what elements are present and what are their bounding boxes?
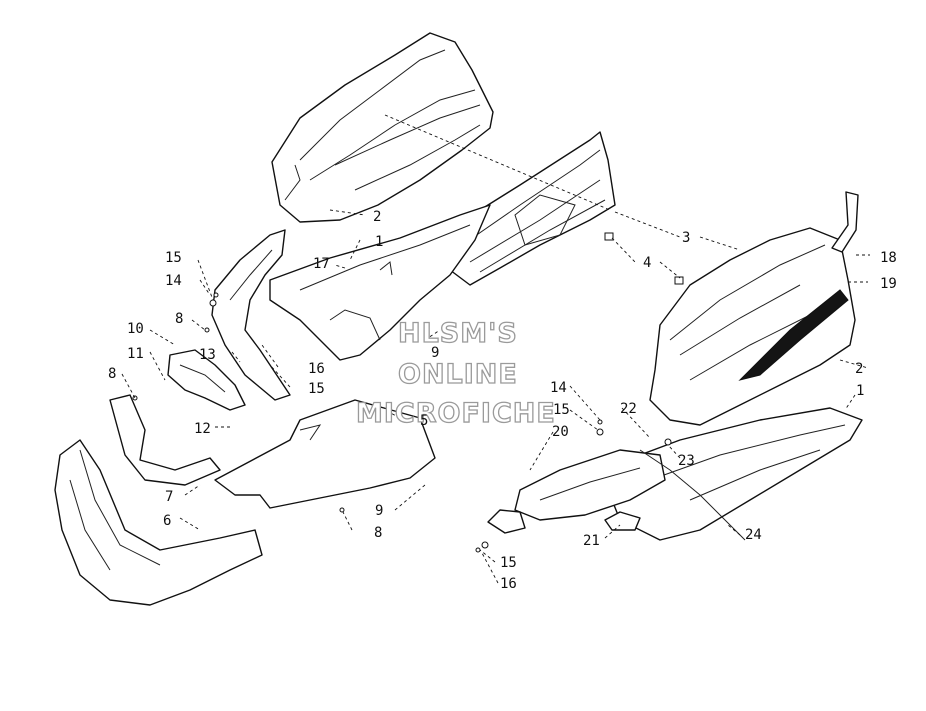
part-front-bumper [54,439,263,606]
watermark-line-1: HLSM'S [398,318,518,349]
callout-21: 21 [583,533,600,549]
callout-9: 9 [431,345,439,361]
callout-15: 15 [553,402,570,418]
callout-12: 12 [194,421,211,437]
callout-22: 22 [620,401,637,417]
part-clip-18 [831,191,859,253]
part-left-bracket-assembly [167,349,246,411]
callout-6: 6 [163,513,171,529]
callout-1: 1 [856,383,864,399]
callout-9: 9 [375,503,383,519]
watermark-line-2: ONLINE [398,359,518,390]
callout-4: 4 [643,255,651,271]
callout-7: 7 [165,489,173,505]
callout-15: 15 [165,250,182,266]
callout-15: 15 [500,555,517,571]
callout-2: 2 [855,361,863,377]
callout-13: 13 [199,347,216,363]
part-side-bracket-right [487,449,666,534]
part-cable-24 [639,449,746,541]
callout-17: 17 [313,256,330,272]
part-hood-shell-top [271,32,494,223]
callout-10: 10 [127,321,144,337]
callout-24: 24 [745,527,762,543]
part-chassis-upper [269,204,491,361]
callout-11: 11 [127,346,144,362]
callout-19: 19 [880,276,897,292]
leader-lines [121,114,870,584]
callout-14: 14 [165,273,182,289]
callout-16: 16 [500,576,517,592]
callout-15: 15 [308,381,325,397]
callout-8: 8 [108,366,116,382]
part-belly-pan-right [599,407,863,541]
part-floor-pan [214,399,436,509]
callout-20: 20 [552,424,569,440]
part-vent-panel [439,131,616,286]
callout-16: 16 [308,361,325,377]
callout-23: 23 [678,453,695,469]
callout-5: 5 [420,413,428,429]
part-hood-shell-right [649,227,856,426]
part-lower-bracket [109,394,221,486]
part-side-panel-left [211,229,291,401]
callout-8: 8 [175,311,183,327]
callout-1: 1 [375,234,383,250]
callout-3: 3 [682,230,690,246]
hardware-fasteners [132,232,684,553]
watermark-line-3: MICROFICHE [356,398,556,429]
callout-14: 14 [550,380,567,396]
callout-18: 18 [880,250,897,266]
callout-labels: 2 1 17 3 4 18 19 2 1 15 14 8 10 11 13 16… [108,209,897,592]
callout-2: 2 [373,209,381,225]
watermark: HLSM'S ONLINE MICROFICHE [355,317,556,429]
callout-8: 8 [374,525,382,541]
